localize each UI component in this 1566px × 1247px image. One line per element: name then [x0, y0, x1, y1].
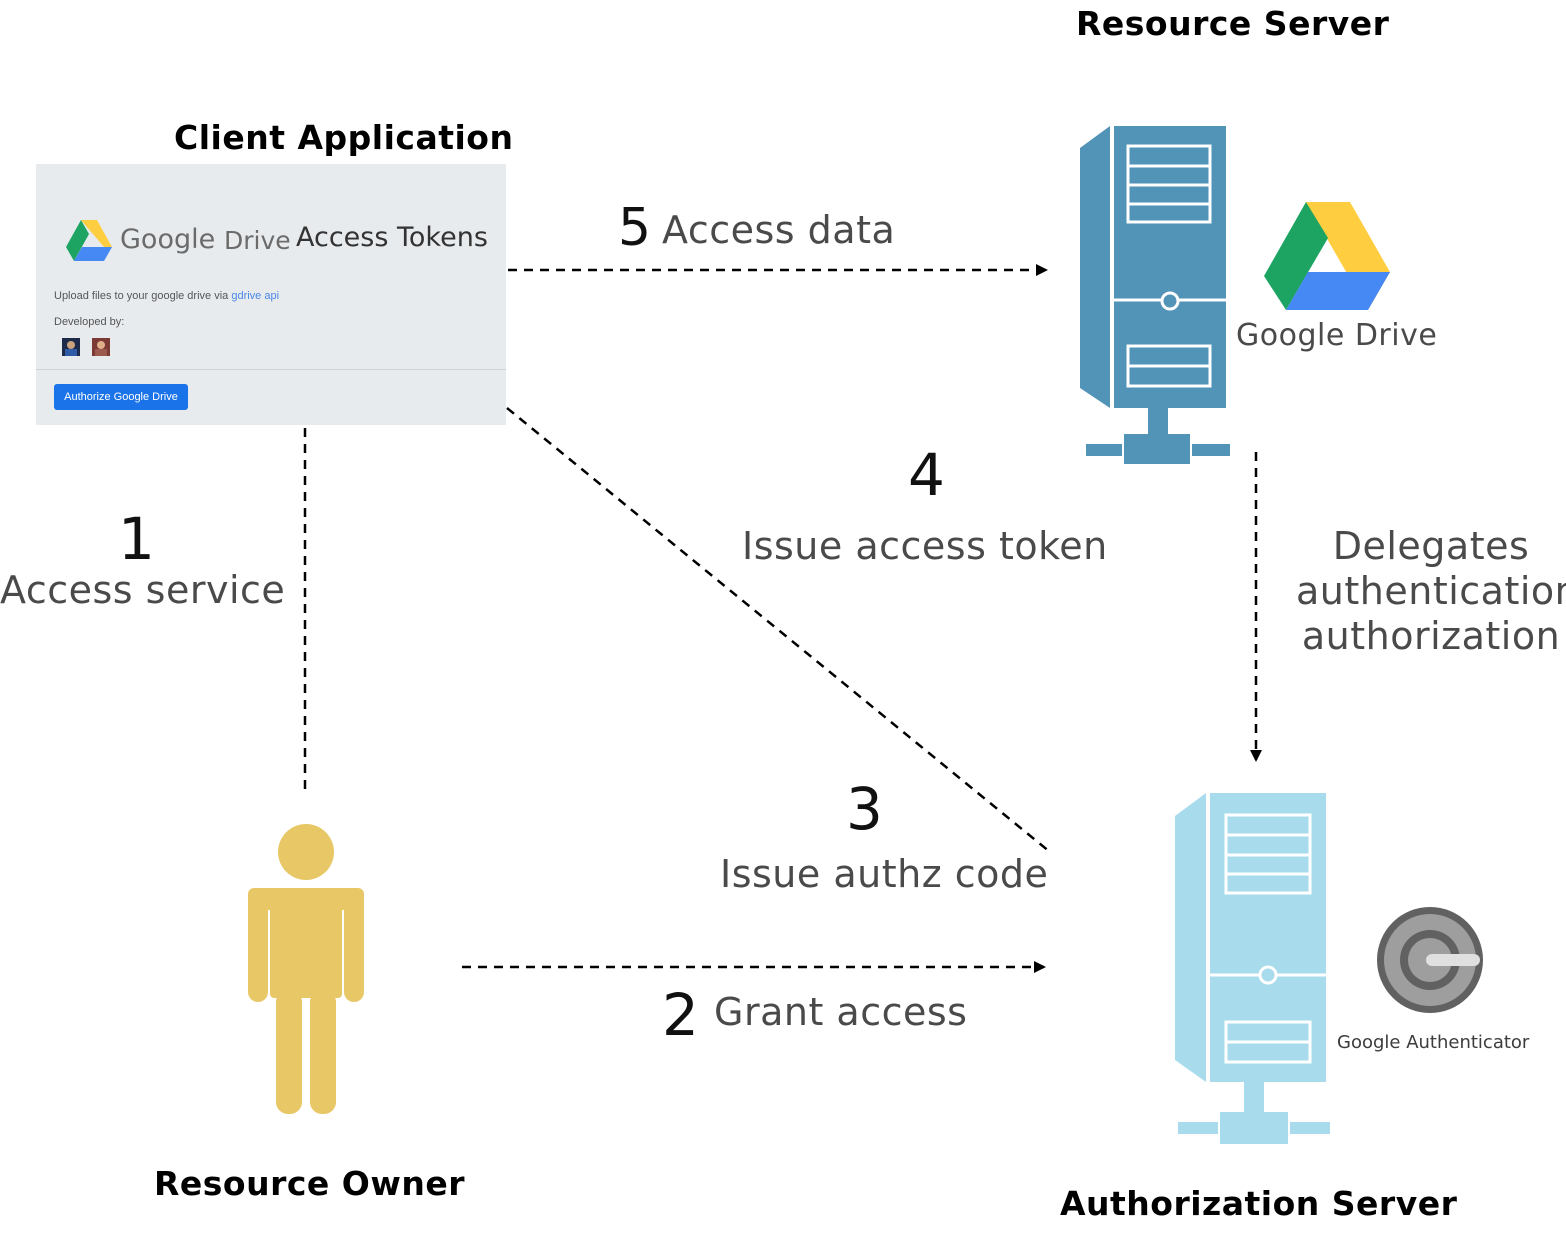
- google-authenticator-label: Google Authenticator: [1337, 1032, 1530, 1053]
- step-5-label: Access data: [662, 208, 896, 252]
- client-application-screenshot: Google Drive Access Tokens Upload files …: [36, 164, 506, 425]
- delegates-label-line3: authorization: [1301, 614, 1561, 658]
- drive-wordmark: Drive: [224, 226, 291, 255]
- step-3-label: Issue authz code: [720, 852, 1049, 896]
- developed-by-label: Developed by:: [54, 316, 125, 328]
- resource-server-icon: [1080, 126, 1230, 464]
- google-drive-logo-icon: [1264, 202, 1390, 310]
- google-drive-label: Google Drive: [1236, 318, 1438, 353]
- developer-avatar[interactable]: [92, 338, 110, 356]
- developer-avatar[interactable]: [62, 338, 80, 356]
- step-3-number: 3: [846, 775, 883, 843]
- gdrive-api-link[interactable]: gdrive api: [231, 290, 280, 302]
- step-1-number: 1: [118, 505, 155, 573]
- google-wordmark: Google: [120, 224, 216, 255]
- resource-owner-title: Resource Owner: [154, 1164, 465, 1203]
- access-tokens-heading: Access Tokens: [296, 222, 488, 253]
- step-1-label: Access service: [0, 568, 286, 612]
- google-authenticator-icon: [1377, 907, 1483, 1013]
- authz-code-connector: [506, 407, 1051, 853]
- authorize-google-drive-button[interactable]: Authorize Google Drive: [54, 384, 188, 410]
- resource-server-title: Resource Server: [1076, 4, 1390, 43]
- step-5-number: 5: [618, 198, 652, 258]
- google-drive-icon: [66, 220, 112, 261]
- authorization-server-icon: [1175, 793, 1330, 1144]
- card-divider: [36, 369, 506, 370]
- delegates-label-line2: authentication: [1296, 569, 1566, 613]
- client-application-title: Client Application: [174, 118, 514, 157]
- delegates-label-line1: Delegates: [1332, 524, 1530, 568]
- authorization-server-title: Authorization Server: [1060, 1184, 1458, 1223]
- upload-description: Upload files to your google drive via gd…: [54, 290, 280, 302]
- step-4-number: 4: [908, 441, 945, 509]
- step-4-label: Issue access token: [742, 524, 1108, 568]
- step-2-number: 2: [662, 981, 699, 1049]
- resource-owner-person-icon: [248, 824, 364, 1114]
- step-2-label: Grant access: [714, 990, 968, 1034]
